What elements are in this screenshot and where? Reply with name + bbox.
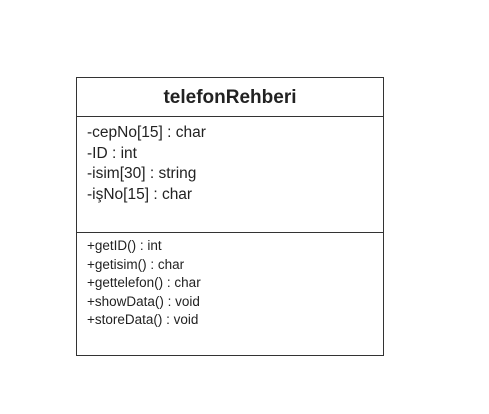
class-name: telefonRehberi [163,87,297,108]
class-name-compartment: telefonRehberi [77,78,383,117]
operation-item: +showData() : void [87,293,200,309]
operation-item: +getID() : int [87,238,162,253]
operation-item: +getisim() : char [87,256,185,272]
attribute-item: -isim[30] : string [87,165,197,182]
operations-compartment: +getID() : int +getisim() : char +gettel… [77,233,383,330]
uml-class-box: telefonRehberi -cepNo[15] : char -ID : i… [76,77,384,356]
attribute-item: -işNo[15] : char [87,185,193,203]
attribute-item: -cepNo[15] : char [87,124,206,141]
attribute-item: -ID : int [87,144,137,162]
operation-item: +storeData() : void [87,312,199,328]
attributes-compartment: -cepNo[15] : char -ID : int -isim[30] : … [77,117,383,233]
operation-item: +gettelefon() : char [87,275,201,291]
